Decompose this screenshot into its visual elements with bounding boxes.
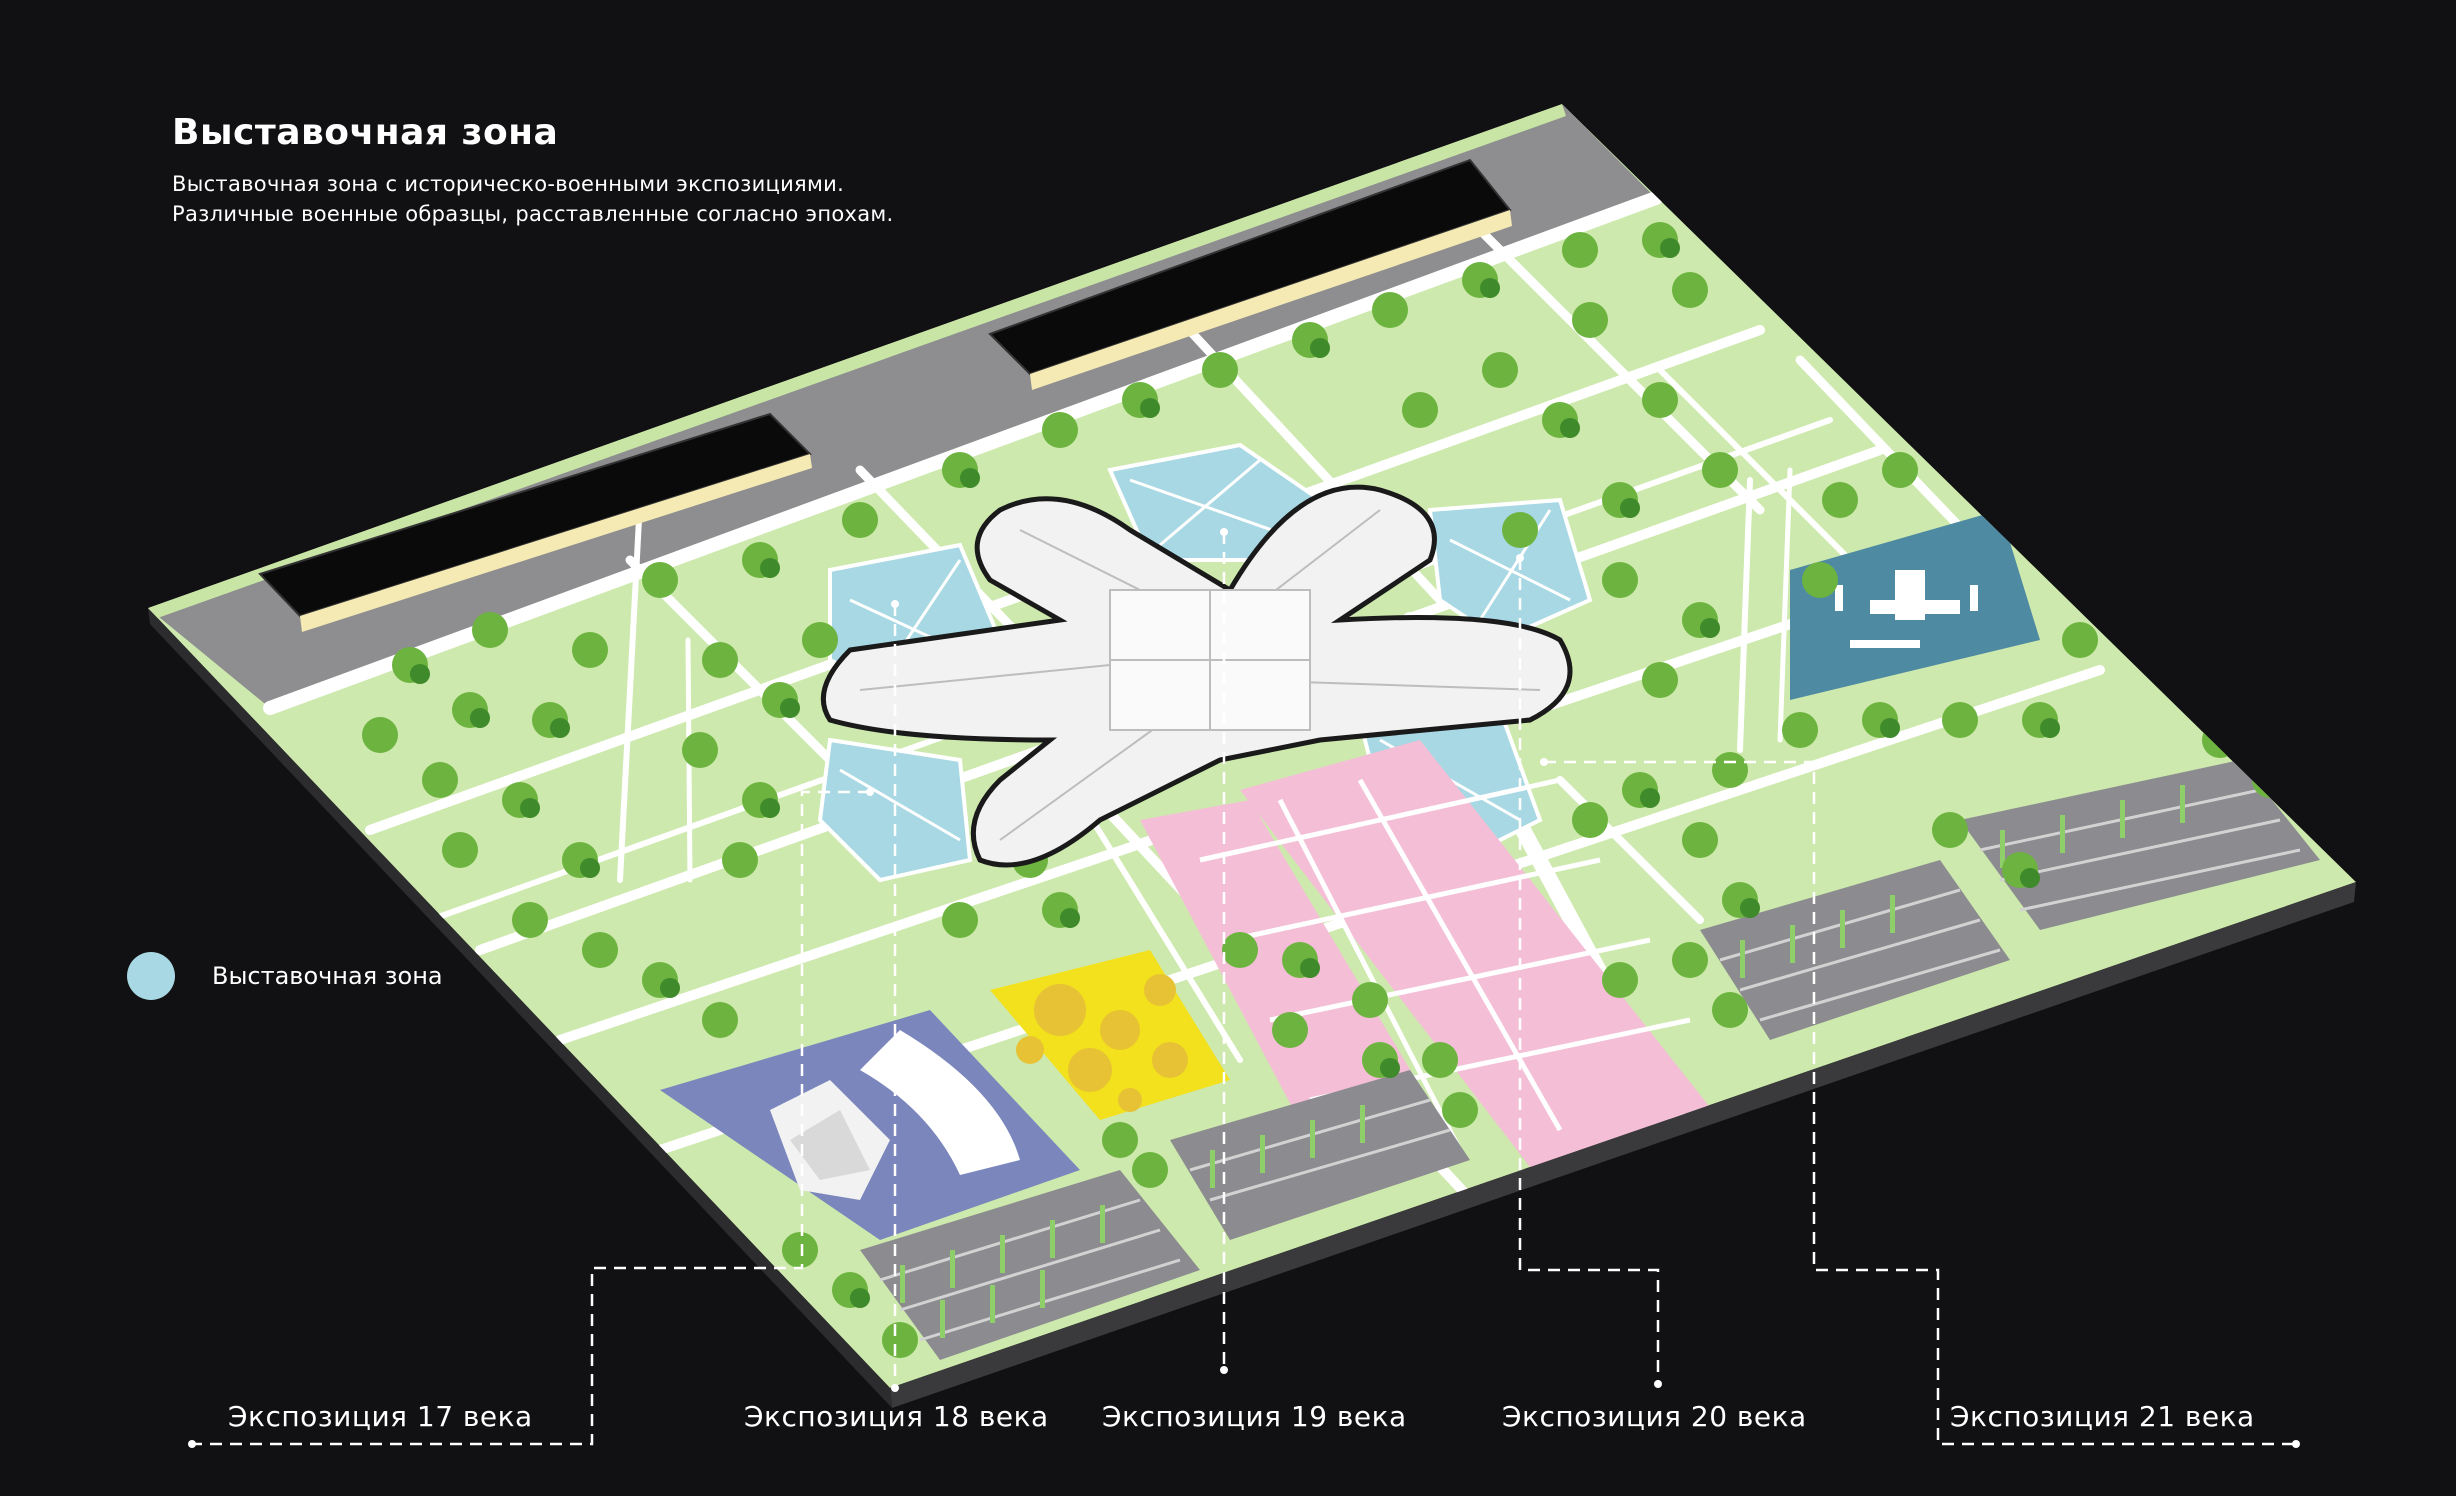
exhibit-label-17th-century: Экспозиция 17 века	[228, 1400, 533, 1433]
subtitle-line-1: Выставочная зона с историческо-военными …	[172, 172, 845, 196]
parking-lots	[860, 760, 2320, 1360]
pavilion-details	[859, 509, 1541, 841]
page-title: Выставочная зона	[172, 112, 559, 153]
amphitheatre-zone	[660, 1010, 1080, 1240]
exhibit-label-19th-century: Экспозиция 19 века	[1102, 1400, 1407, 1433]
pink-zone	[1140, 740, 1720, 1180]
subtitle-line-2: Различные военные образцы, расставленные…	[172, 202, 894, 226]
water-zone	[1790, 510, 2040, 700]
exhibit-label-18th-century: Экспозиция 18 века	[744, 1400, 1049, 1433]
exhibit-label-20th-century: Экспозиция 20 века	[1502, 1400, 1807, 1433]
legend-color-dot	[127, 952, 175, 1000]
callout-dots	[188, 528, 2300, 1448]
rear-sheds	[258, 158, 1512, 632]
plot-base	[148, 608, 2356, 1408]
exhibit-label-21st-century: Экспозиция 21 века	[1950, 1400, 2255, 1433]
legend-label: Выставочная зона	[212, 962, 443, 990]
callout-lines	[192, 532, 2296, 1446]
yellow-zone	[990, 950, 1230, 1120]
